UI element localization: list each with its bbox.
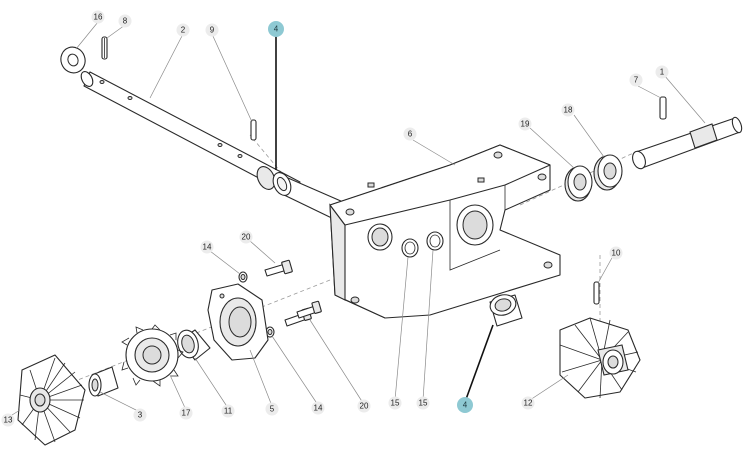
callout-label: 9 (210, 26, 215, 35)
callout-label: 19 (521, 120, 530, 129)
callout-label: 16 (94, 13, 103, 22)
callout-14: 14 (311, 401, 325, 415)
callout-marker (221, 404, 235, 418)
callout-12: 12 (521, 396, 535, 410)
callout-label: 14 (314, 404, 323, 413)
callout-label: 7 (634, 76, 639, 85)
callout-labels: 16 8 2 9 4 6 19 18 7 1 14 20 10 13 3 17 11 5 14 20 15 15 4 12 (1, 10, 669, 427)
callout-marker (655, 65, 669, 79)
part-4-bushing-upper (256, 166, 292, 196)
part-15-o-ring-a (401, 238, 419, 258)
callout-marker (357, 399, 371, 413)
callout-marker (239, 230, 253, 244)
part-9-pin (250, 119, 257, 141)
callout-marker (200, 240, 214, 254)
callout-label: 12 (524, 399, 533, 408)
callout-20: 20 (239, 230, 253, 244)
callout-label: 3 (138, 411, 143, 420)
part-11-bushing (177, 329, 211, 361)
callout-20: 20 (357, 399, 371, 413)
callout-marker (457, 397, 473, 413)
callout-label: 1 (660, 68, 665, 77)
callout-marker (561, 103, 575, 117)
callout-marker (268, 21, 284, 37)
callout-marker (179, 406, 193, 420)
part-16-washer (60, 46, 86, 74)
callout-15: 15 (388, 396, 402, 410)
callout-19: 19 (518, 117, 532, 131)
callout-label: 17 (182, 409, 191, 418)
leader-lines (11, 21, 706, 416)
part-13-bevel-gear (17, 354, 86, 446)
part-7-pin (659, 96, 667, 120)
callout-label: 4 (274, 25, 279, 34)
callout-14: 14 (200, 240, 214, 254)
callout-label: 8 (123, 17, 128, 26)
callout-label: 6 (408, 130, 413, 139)
part-1-input-shaft (632, 116, 743, 170)
part-14-washer-lower (265, 326, 275, 338)
part-5-cover-flange (207, 283, 269, 361)
callout-18: 18 (561, 103, 575, 117)
part-20-bolt-upper (264, 259, 293, 277)
part-18-bearing (593, 154, 623, 191)
callout-label: 20 (360, 402, 369, 411)
callout-1: 1 (655, 65, 669, 79)
callout-marker (416, 396, 430, 410)
part-3-spacer (88, 366, 119, 397)
callout-5: 5 (265, 402, 279, 416)
callout-16: 16 (91, 10, 105, 24)
part-12-bevel-gear (559, 317, 641, 399)
callout-11: 11 (221, 404, 235, 418)
part-10-pin (593, 281, 600, 305)
callout-4-highlighted: 4 (268, 21, 284, 37)
callout-4-highlighted: 4 (457, 397, 473, 413)
callout-label: 11 (224, 407, 233, 416)
part-15-o-ring-b (426, 231, 444, 251)
callout-marker (609, 246, 623, 260)
callout-marker (1, 413, 15, 427)
callout-marker (311, 401, 325, 415)
callout-marker (629, 73, 643, 87)
callout-17: 17 (179, 406, 193, 420)
callout-15: 15 (416, 396, 430, 410)
callout-label: 14 (203, 243, 212, 252)
callout-13: 13 (1, 413, 15, 427)
callout-label: 13 (4, 416, 13, 425)
callout-label: 18 (564, 106, 573, 115)
part-17-sprocket (121, 324, 184, 387)
callout-marker (521, 396, 535, 410)
part-19-bearing (564, 165, 593, 202)
part-20-bolts-lower (284, 300, 322, 327)
callout-marker (133, 408, 147, 422)
callout-label: 4 (463, 401, 468, 410)
part-2-shaft (80, 71, 351, 223)
part-8-pin (101, 36, 108, 60)
callout-label: 15 (419, 399, 428, 408)
callout-marker (518, 117, 532, 131)
callout-marker (91, 10, 105, 24)
callout-marker (176, 23, 190, 37)
callout-label: 10 (612, 249, 621, 258)
callout-2: 2 (176, 23, 190, 37)
callout-marker (205, 23, 219, 37)
callout-10: 10 (609, 246, 623, 260)
callout-marker (403, 127, 417, 141)
callout-marker (388, 396, 402, 410)
callout-label: 5 (270, 405, 275, 414)
callout-7: 7 (629, 73, 643, 87)
callout-9: 9 (205, 23, 219, 37)
part-4-bushing-lower (489, 294, 523, 327)
part-6-housing (329, 144, 561, 319)
callout-8: 8 (118, 14, 132, 28)
callout-marker (118, 14, 132, 28)
callout-6: 6 (403, 127, 417, 141)
callout-label: 20 (242, 233, 251, 242)
callout-3: 3 (133, 408, 147, 422)
callout-marker (265, 402, 279, 416)
part-14-washer-upper (238, 271, 248, 283)
callout-label: 15 (391, 399, 400, 408)
callout-label: 2 (181, 26, 186, 35)
